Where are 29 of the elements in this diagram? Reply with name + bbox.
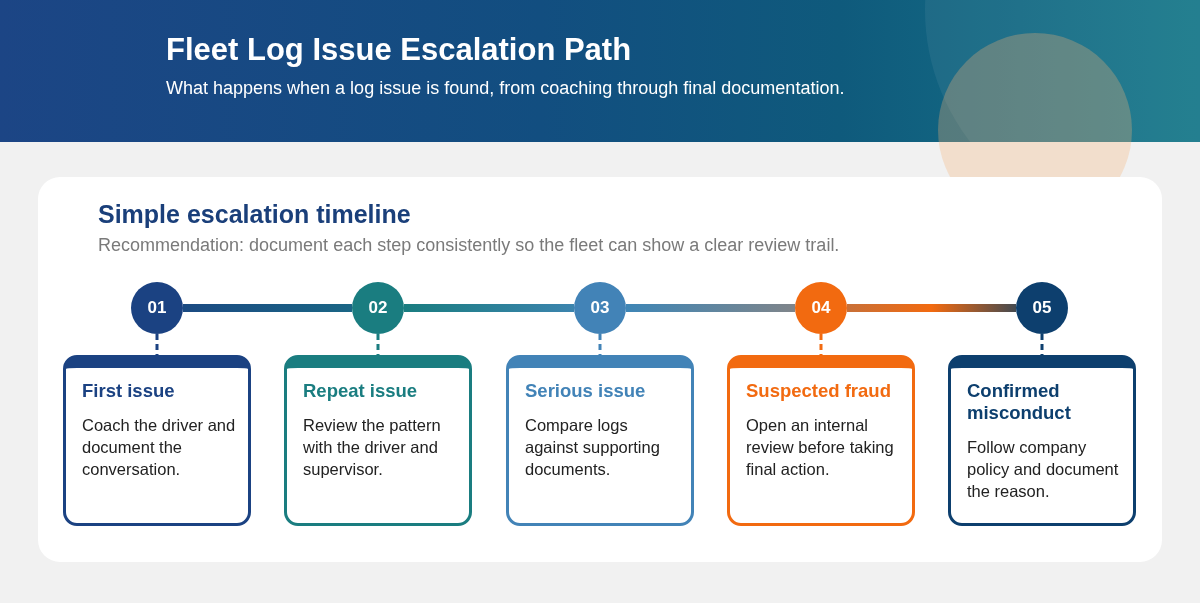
- step-card: [727, 355, 915, 526]
- connector-line: [626, 304, 795, 312]
- content-panel: [38, 177, 1162, 562]
- step-title: Suspected fraud: [746, 380, 892, 402]
- step-description: Review the pattern with the driver and supervisor.: [303, 415, 442, 480]
- title: Fleet Log Issue Escalation Path: [166, 32, 632, 68]
- step-description: Coach the driver and document the conversation.: [82, 415, 237, 480]
- step-card: [506, 355, 694, 526]
- step-description: Compare logs against supporting documents.: [525, 415, 661, 480]
- step-card: [948, 355, 1136, 526]
- connector-line: [183, 304, 352, 312]
- step-number-circle: 02: [352, 282, 404, 334]
- step-description: Open an internal review before taking final action.: [746, 415, 895, 480]
- step-description: Follow company policy and document the reason.: [967, 437, 1120, 502]
- step-number-circle: 01: [131, 282, 183, 334]
- step-card: [63, 355, 251, 526]
- step-title: Confirmed misconduct: [967, 380, 1072, 424]
- subtitle: What happens when a log issue is found, from coaching through final documentation.: [166, 77, 845, 99]
- step-title: Repeat issue: [303, 380, 419, 402]
- step-number-circle: 03: [574, 282, 626, 334]
- section-heading: Simple escalation timeline: [98, 199, 411, 229]
- connector-line: [404, 304, 574, 312]
- step-title: First issue: [82, 380, 176, 402]
- step-title: Serious issue: [525, 380, 647, 402]
- step-number-circle: 05: [1016, 282, 1068, 334]
- recommendation-note: Recommendation: document each step consistently so the fleet can show a clear review trail.: [98, 234, 840, 256]
- step-number-circle: 04: [795, 282, 847, 334]
- connector-line: [847, 304, 1016, 312]
- step-card: [284, 355, 472, 526]
